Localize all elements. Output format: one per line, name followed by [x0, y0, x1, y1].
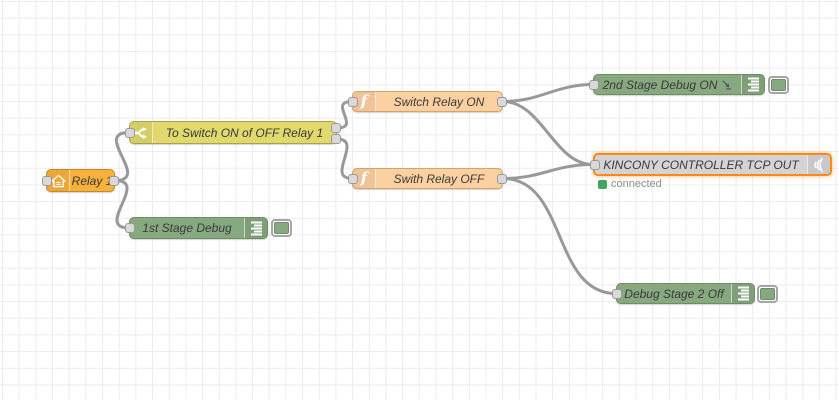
node-function-swith-relay-off[interactable]: f Swith Relay OFF: [348, 168, 507, 189]
node-switch[interactable]: To Switch ON of OFF Relay 1: [125, 121, 341, 144]
input-port[interactable]: [42, 175, 52, 186]
debug-icon: [741, 75, 764, 94]
node-relay-1[interactable]: Relay 1: [42, 169, 119, 192]
function-icon: f: [353, 169, 376, 188]
input-port[interactable]: [612, 288, 622, 299]
output-port-1[interactable]: [331, 123, 341, 133]
node-label: KINCONY CONTROLLER TCP OUT: [603, 157, 799, 172]
output-port[interactable]: [497, 96, 507, 107]
debug-toggle-state: [274, 222, 289, 234]
debug-icon: [244, 218, 267, 238]
debug-icon: [731, 284, 754, 303]
wire[interactable]: [113, 179, 131, 230]
output-port[interactable]: [497, 173, 507, 184]
node-debug-stage-2-off[interactable]: Debug Stage 2 Off: [612, 283, 755, 304]
switch-icon: [130, 122, 153, 143]
wire[interactable]: [501, 163, 595, 180]
wire[interactable]: [335, 137, 354, 180]
node-label: Switch Relay ON: [393, 94, 485, 109]
input-port[interactable]: [348, 96, 358, 107]
mouse-cursor-icon: [721, 79, 732, 90]
status-dot-icon: [598, 179, 607, 189]
debug-toggle-button[interactable]: [768, 76, 789, 94]
node-debug-1st-stage[interactable]: 1st Stage Debug: [125, 217, 268, 239]
output-port-2[interactable]: [331, 134, 341, 144]
node-label: 1st Stage Debug: [142, 221, 232, 235]
input-port[interactable]: [589, 79, 599, 90]
broadcast-icon: [807, 155, 830, 174]
wire[interactable]: [335, 100, 354, 130]
node-label-text: 2nd Stage Debug ON: [602, 77, 718, 92]
input-port[interactable]: [125, 127, 135, 138]
debug-toggle-state: [760, 288, 775, 300]
input-port[interactable]: [590, 159, 600, 170]
function-icon: f: [353, 92, 376, 111]
wire[interactable]: [501, 100, 595, 166]
wire[interactable]: [113, 131, 131, 182]
input-port[interactable]: [125, 223, 135, 233]
node-label: To Switch ON of OFF Relay 1: [165, 125, 324, 140]
debug-toggle-state: [771, 79, 786, 91]
node-status: connected: [598, 178, 662, 190]
status-text: connected: [611, 178, 662, 190]
node-debug-2nd-stage-on[interactable]: 2nd Stage Debug ON: [589, 74, 765, 95]
wire[interactable]: [501, 177, 618, 295]
node-label: Debug Stage 2 Off: [624, 286, 724, 301]
node-label: Swith Relay OFF: [393, 171, 485, 186]
debug-toggle-button[interactable]: [757, 285, 778, 303]
output-port[interactable]: [109, 175, 119, 186]
node-label: Relay 1: [71, 173, 113, 188]
wire[interactable]: [501, 83, 595, 103]
node-function-switch-relay-on[interactable]: f Switch Relay ON: [348, 91, 507, 112]
node-label: 2nd Stage Debug ON: [594, 75, 741, 94]
node-kincony-tcp-out[interactable]: KINCONY CONTROLLER TCP OUT: [590, 153, 832, 176]
debug-toggle-button[interactable]: [271, 219, 292, 237]
input-port[interactable]: [348, 173, 358, 184]
